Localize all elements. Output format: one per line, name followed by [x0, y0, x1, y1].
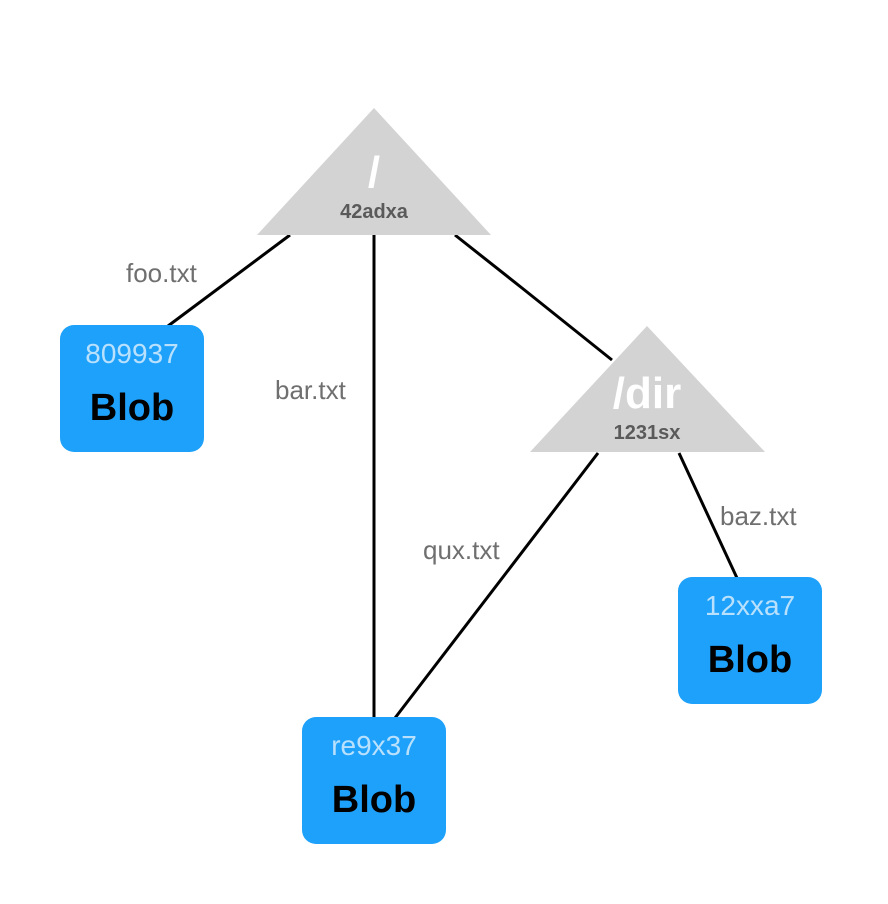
blob-hash: re9x37: [331, 730, 417, 761]
blob-node-12xxa7: 12xxa7 Blob: [678, 577, 822, 704]
tree-name: /: [368, 148, 380, 197]
blob-node-re9x37: re9x37 Blob: [302, 717, 446, 844]
edge-dir-qux: [393, 452, 600, 719]
tree-hash: 42adxa: [340, 201, 409, 223]
blob-type: Blob: [707, 639, 793, 681]
tree-node-root: / 42adxa: [257, 108, 491, 235]
blob-hash: 12xxa7: [704, 590, 796, 621]
edge-label-bar: bar.txt: [275, 375, 346, 405]
edge-label-qux: qux.txt: [423, 535, 500, 565]
edge-root-dir: [454, 233, 613, 362]
edge-label-baz: baz.txt: [720, 501, 797, 531]
tree-name: /dir: [613, 369, 681, 418]
blob-hash: 809937: [85, 338, 179, 369]
blob-type: Blob: [89, 387, 175, 429]
edge-label-foo: foo.txt: [126, 258, 197, 288]
blob-node-foo: 809937 Blob: [60, 325, 204, 452]
tree-hash: 1231sx: [614, 422, 681, 444]
blob-type: Blob: [331, 779, 417, 821]
tree-triangle: [530, 326, 765, 452]
tree-triangle: [257, 108, 491, 235]
edge-dir-baz: [677, 452, 739, 579]
edge-root-foo: [167, 233, 291, 328]
tree-node-dir: /dir 1231sx: [530, 326, 765, 452]
